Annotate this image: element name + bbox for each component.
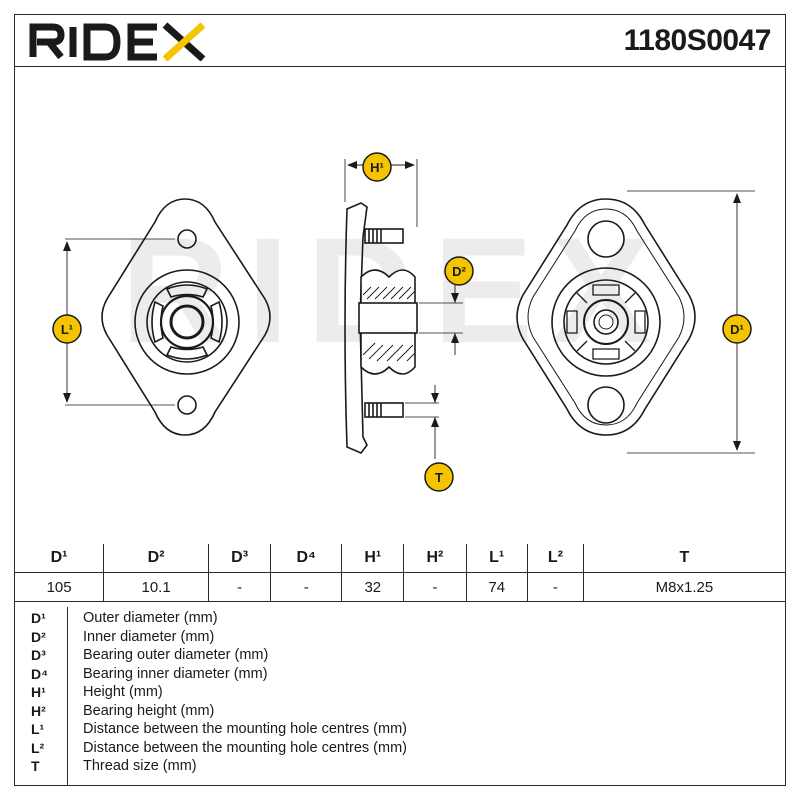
d1-badge: D¹ [722, 314, 752, 344]
legend: D¹ Outer diameter (mm) D² Inner diameter… [15, 607, 785, 785]
legend-description: Bearing height (mm) [83, 702, 215, 719]
spec-value: 10.1 [103, 572, 210, 602]
svg-text:H¹: H¹ [370, 160, 384, 175]
legend-description: Inner diameter (mm) [83, 628, 215, 645]
legend-item: D³ Bearing outer diameter (mm) [15, 646, 785, 665]
legend-symbol: D² [31, 628, 46, 645]
spec-header: H¹ [341, 544, 405, 573]
legend-item: T Thread size (mm) [15, 757, 785, 776]
legend-item: D² Inner diameter (mm) [15, 628, 785, 647]
left-view [63, 198, 271, 436]
spec-value: - [208, 572, 272, 602]
legend-symbol: T [31, 758, 40, 774]
header: 1180S0047 [15, 15, 785, 67]
svg-text:D²: D² [452, 264, 466, 279]
legend-symbol: L² [31, 739, 45, 756]
spec-value: 105 [15, 572, 105, 602]
middle-view [344, 159, 463, 459]
legend-item: H¹ Height (mm) [15, 683, 785, 702]
spec-header: T [582, 544, 785, 573]
legend-description: Distance between the mounting hole centr… [83, 739, 407, 756]
legend-symbol: D⁴ [31, 665, 49, 682]
svg-text:L¹: L¹ [61, 322, 73, 337]
legend-item: D¹ Outer diameter (mm) [15, 609, 785, 628]
legend-symbol: D³ [31, 647, 46, 663]
specs-value-row: 105 10.1 - - 32 - 74 - M8x1.25 [15, 572, 785, 602]
legend-item: L² Distance between the mounting hole ce… [15, 739, 785, 758]
legend-description: Thread size (mm) [83, 758, 197, 774]
d2-badge: D² [444, 256, 474, 286]
legend-symbol: D¹ [31, 610, 46, 626]
legend-item: L¹ Distance between the mounting hole ce… [15, 720, 785, 739]
l1-badge: L¹ [52, 314, 82, 344]
legend-description: Distance between the mounting hole centr… [83, 721, 407, 737]
spec-value: - [270, 572, 343, 602]
drawing-frame: 1180S0047 RIDEX [14, 14, 786, 786]
spec-header: L¹ [465, 544, 528, 573]
spec-value: 32 [341, 572, 405, 602]
legend-description: Bearing outer diameter (mm) [83, 647, 269, 663]
part-number: 1180S0047 [623, 24, 772, 57]
specs-table: D¹ D² D³ D⁴ H¹ H² L¹ L² T 105 10.1 - - 3… [15, 544, 785, 602]
svg-text:T: T [435, 470, 443, 485]
legend-symbol: H² [31, 702, 46, 719]
specs-header-row: D¹ D² D³ D⁴ H¹ H² L¹ L² T [15, 544, 785, 573]
spec-value: - [526, 572, 584, 602]
legend-description: Outer diameter (mm) [83, 610, 218, 626]
spec-header: D² [103, 544, 210, 573]
ridex-logo [29, 22, 206, 61]
spec-header: L² [526, 544, 584, 573]
legend-item: D⁴ Bearing inner diameter (mm) [15, 665, 785, 684]
spec-header: H² [403, 544, 467, 573]
legend-divider [67, 607, 68, 785]
svg-text:D¹: D¹ [730, 322, 744, 337]
legend-item: H² Bearing height (mm) [15, 702, 785, 721]
spec-value: 74 [465, 572, 528, 602]
legend-description: Bearing inner diameter (mm) [83, 665, 268, 682]
right-view [516, 190, 755, 454]
technical-drawing: RIDEX L¹ [52, 152, 755, 492]
h1-badge: H¹ [362, 152, 392, 182]
legend-symbol: L¹ [31, 721, 45, 737]
spec-value: M8x1.25 [582, 572, 785, 602]
spec-header: D¹ [15, 544, 105, 573]
legend-description: Height (mm) [83, 684, 163, 700]
t-badge: T [424, 462, 454, 492]
spec-header: D⁴ [270, 544, 343, 573]
spec-header: D³ [208, 544, 272, 573]
spec-value: - [403, 572, 467, 602]
legend-symbol: H¹ [31, 684, 46, 700]
